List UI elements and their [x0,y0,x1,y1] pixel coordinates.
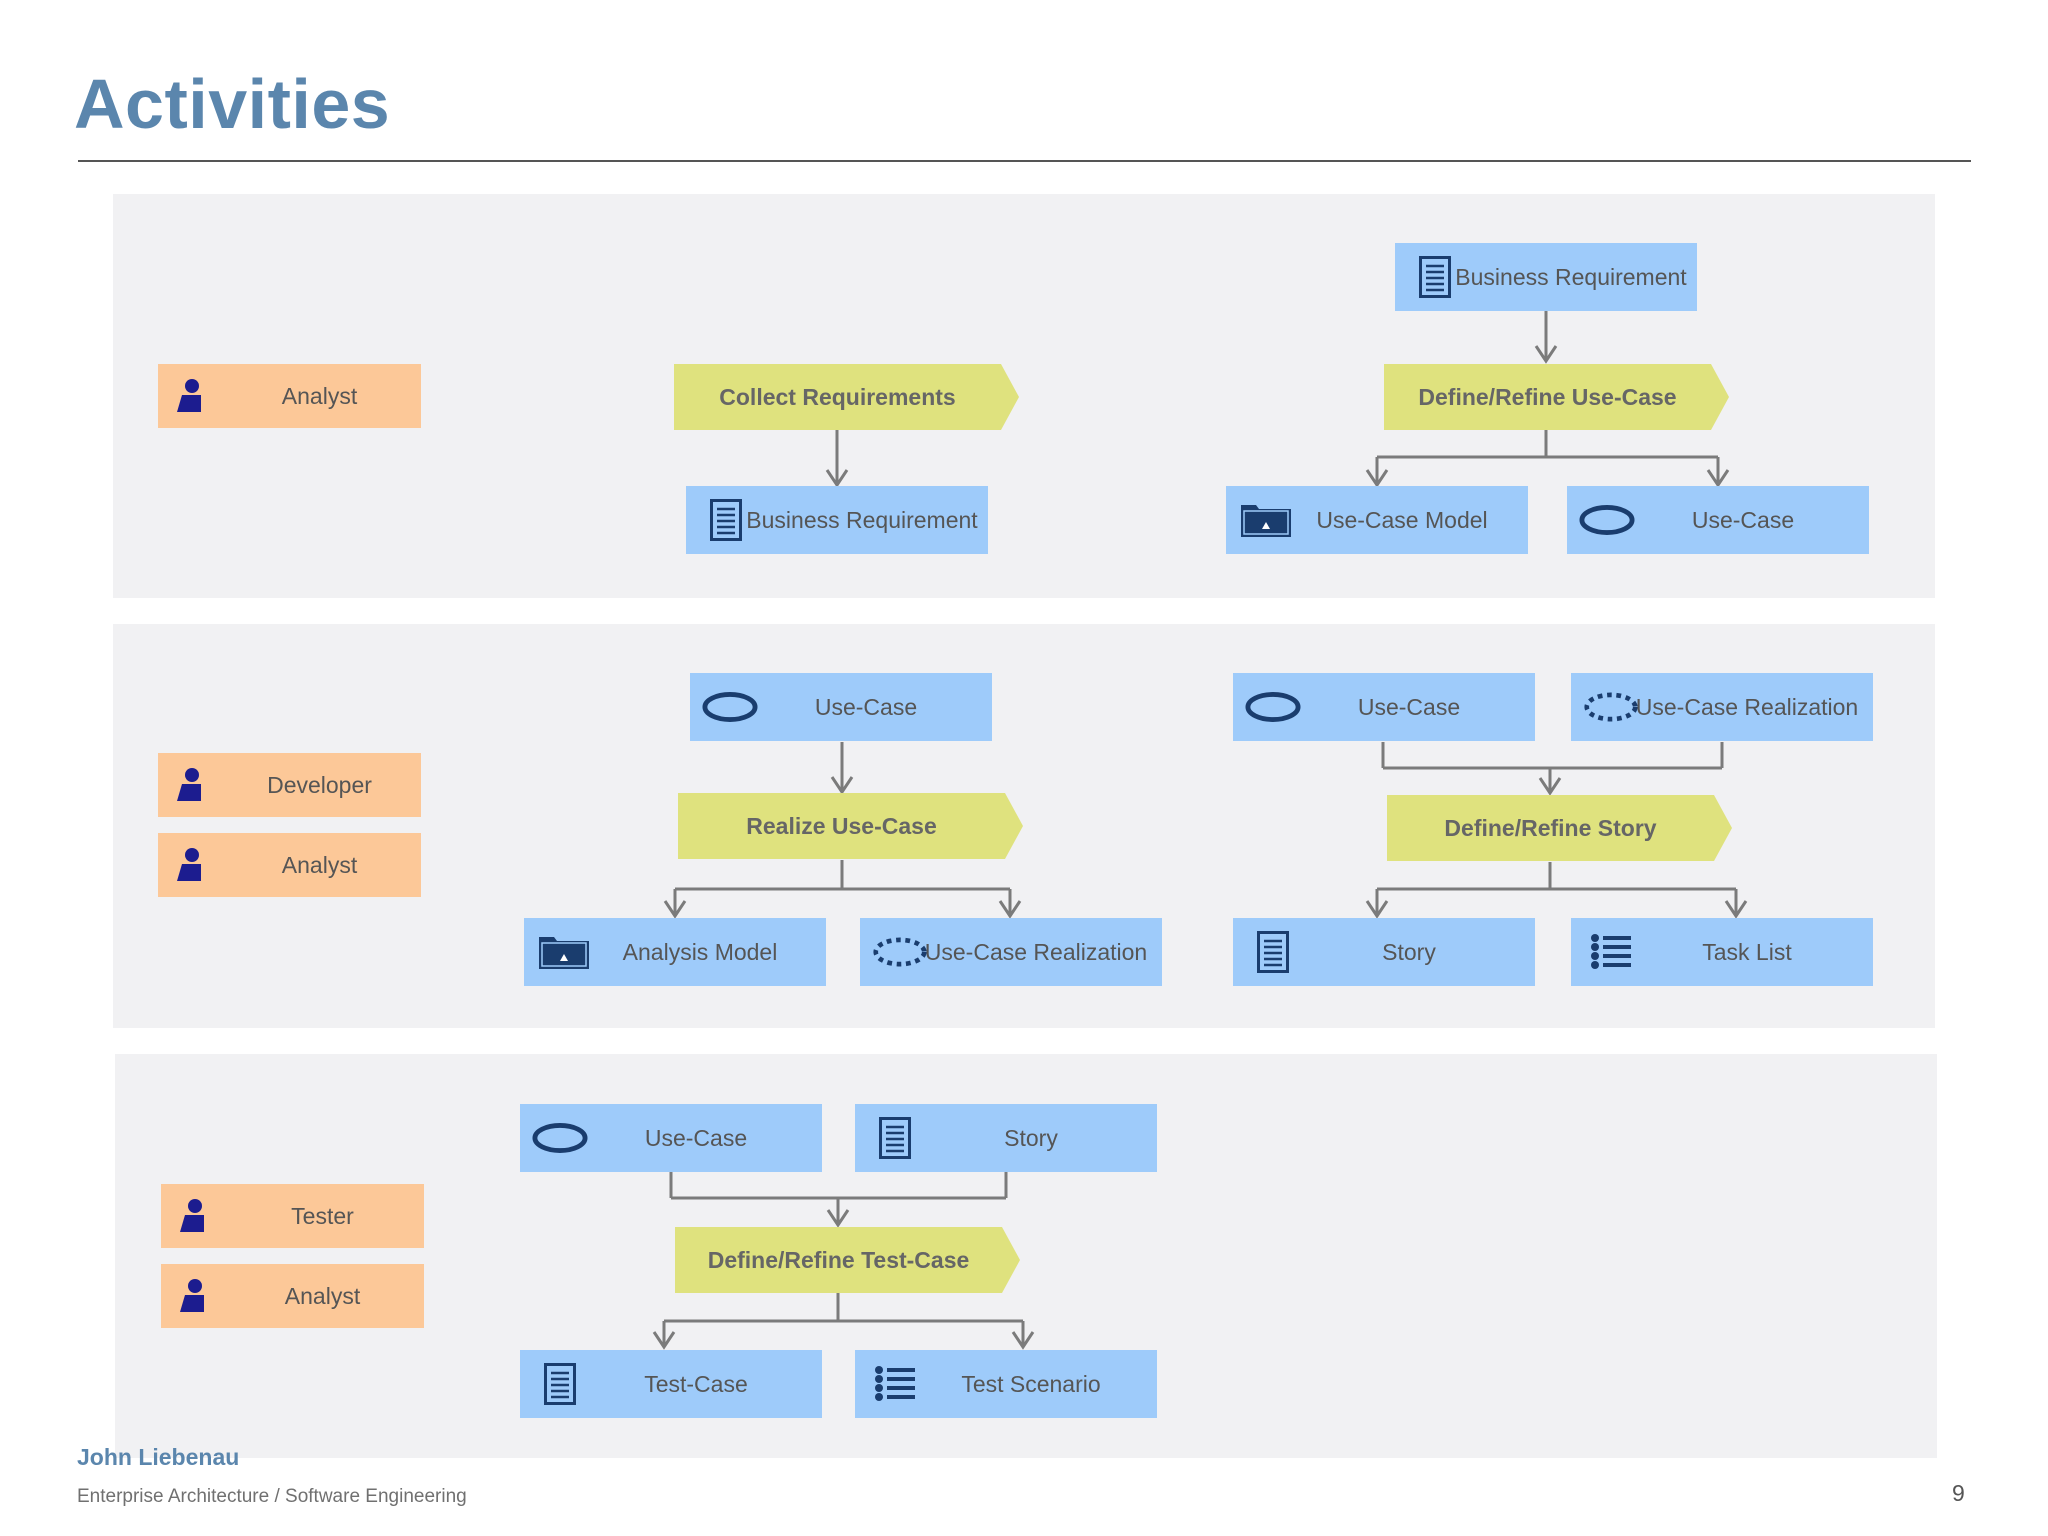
artifact-business-requirement[interactable]: Business Requirement [686,486,988,554]
person-icon [177,1198,209,1234]
artifact-business-requirement-input[interactable]: Business Requirement [1395,243,1697,311]
person-icon [177,1278,209,1314]
activity-define-refine-story[interactable]: Define/Refine Story [1387,795,1732,861]
use-case-ellipse-icon [702,683,758,731]
artifact-story-input[interactable]: Story [855,1104,1157,1172]
role-label: Analyst [281,382,358,409]
artifact-use-case[interactable]: Use-Case [1567,486,1869,554]
use-case-ellipse-icon [1579,496,1635,544]
artifact-task-list[interactable]: Task List [1571,918,1873,986]
list-icon [1583,928,1639,976]
artifact-test-scenario[interactable]: Test Scenario [855,1350,1157,1418]
role-label: Developer [267,771,372,798]
role-label: Tester [291,1202,354,1229]
realization-dashed-ellipse-icon [872,928,928,976]
role-tester: Tester [161,1184,424,1248]
artifact-use-case-model[interactable]: Use-Case Model [1226,486,1528,554]
document-icon [698,496,754,544]
role-analyst: Analyst [158,364,421,428]
artifact-use-case-input[interactable]: Use-Case [690,673,992,741]
activity-define-refine-use-case[interactable]: Define/Refine Use-Case [1384,364,1729,430]
activity-collect-requirements[interactable]: Collect Requirements [674,364,1019,430]
page-number: 9 [1952,1480,1965,1506]
use-case-ellipse-icon [532,1114,588,1162]
document-icon [867,1114,923,1162]
document-icon [1245,928,1301,976]
person-icon [174,847,206,883]
model-folder-icon [536,928,592,976]
role-analyst: Analyst [161,1264,424,1328]
artifact-use-case-realization-input[interactable]: Use-Case Realization [1571,673,1873,741]
model-folder-icon [1238,496,1294,544]
artifact-story[interactable]: Story [1233,918,1535,986]
artifact-use-case-input[interactable]: Use-Case [520,1104,822,1172]
role-label: Analyst [284,1282,361,1309]
role-developer: Developer [158,753,421,817]
document-icon [532,1360,588,1408]
role-label: Analyst [281,851,358,878]
artifact-use-case-realization[interactable]: Use-Case Realization [860,918,1162,986]
footer-subtitle: Enterprise Architecture / Software Engin… [77,1486,467,1507]
realization-dashed-ellipse-icon [1583,683,1639,731]
slide-title: Activities [74,65,391,143]
title-divider [78,160,1971,162]
artifact-use-case-input[interactable]: Use-Case [1233,673,1535,741]
footer-author: John Liebenau [77,1444,240,1470]
person-icon [174,767,206,803]
person-icon [174,378,206,414]
role-analyst: Analyst [158,833,421,897]
activity-realize-use-case[interactable]: Realize Use-Case [678,793,1023,859]
activity-define-refine-test-case[interactable]: Define/Refine Test-Case [675,1227,1020,1293]
document-icon [1407,253,1463,301]
artifact-analysis-model[interactable]: Analysis Model [524,918,826,986]
artifact-test-case[interactable]: Test-Case [520,1350,822,1418]
list-icon [867,1360,923,1408]
use-case-ellipse-icon [1245,683,1301,731]
